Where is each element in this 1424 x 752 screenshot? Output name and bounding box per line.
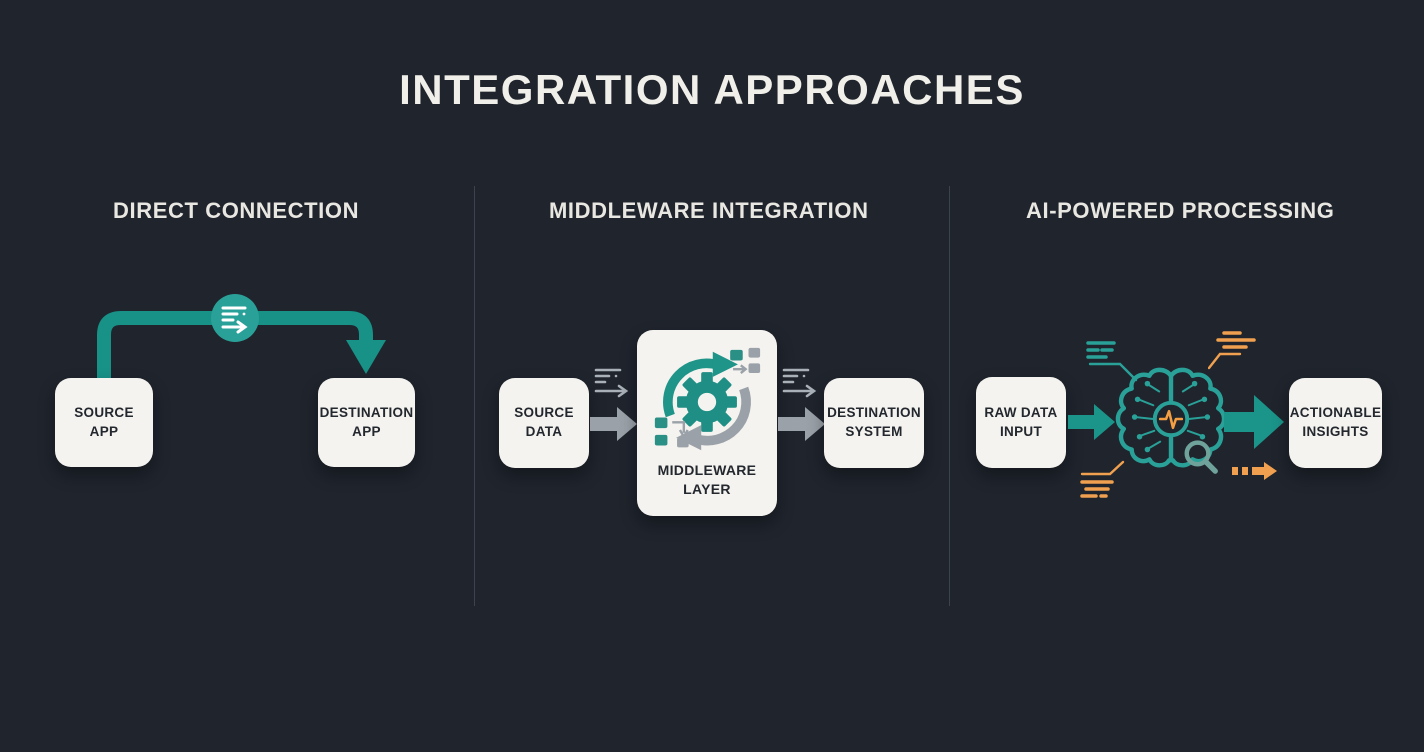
section-heading-middleware-integration: MIDDLEWARE INTEGRATION bbox=[549, 198, 869, 223]
teal-block-arrow bbox=[1068, 400, 1116, 444]
node-middleware-layer: MIDDLEWARE LAYER bbox=[637, 330, 777, 516]
node-label: SOURCE APP bbox=[74, 404, 134, 439]
data-blocks-icon bbox=[730, 347, 761, 374]
big-teal-arrow bbox=[1224, 390, 1286, 454]
node-actionable-insights: ACTIONABLE INSIGHTS bbox=[1289, 378, 1382, 468]
node-label: ACTIONABLE INSIGHTS bbox=[1289, 405, 1382, 439]
block-arrow-icon bbox=[590, 406, 638, 442]
brain-circuit-icon bbox=[1112, 362, 1230, 478]
data-stream-lines-orange bbox=[1208, 330, 1266, 372]
column-divider bbox=[474, 186, 475, 606]
node-label: DESTINATION APP bbox=[319, 404, 414, 439]
gear-sync-icon bbox=[651, 344, 763, 460]
page-title: INTEGRATION APPROACHES bbox=[399, 66, 1025, 113]
data-blocks-icon bbox=[654, 417, 689, 448]
section-heading-ai-powered-processing: AI-POWERED PROCESSING bbox=[1026, 198, 1335, 223]
column-divider bbox=[949, 186, 950, 606]
data-stream-lines-teal bbox=[1086, 340, 1142, 382]
data-stream-lines-orange bbox=[1080, 460, 1138, 506]
teal-elbow-arrow bbox=[40, 292, 440, 388]
node-label: MIDDLEWARE LAYER bbox=[657, 461, 757, 498]
node-source-data: SOURCE DATA bbox=[499, 378, 589, 468]
node-raw-data-input: RAW DATA INPUT bbox=[976, 377, 1066, 468]
data-lines-icon bbox=[781, 366, 823, 398]
data-transfer-icon bbox=[221, 306, 248, 334]
pulse-icon bbox=[1158, 409, 1184, 430]
node-label: RAW DATA INPUT bbox=[984, 404, 1058, 439]
node-label: DESTINATION SYSTEM bbox=[827, 405, 921, 439]
node-destination-app: DESTINATION APP bbox=[318, 378, 415, 467]
node-source-app: SOURCE APP bbox=[55, 378, 153, 467]
data-lines-icon bbox=[593, 366, 635, 398]
block-arrow-icon bbox=[778, 406, 826, 442]
orange-dashed-arrow bbox=[1232, 462, 1278, 480]
magnifier-icon bbox=[1184, 440, 1218, 474]
section-heading-direct-connection: DIRECT CONNECTION bbox=[113, 198, 360, 223]
gear-icon bbox=[677, 372, 737, 432]
node-label: SOURCE DATA bbox=[514, 405, 574, 439]
node-destination-system: DESTINATION SYSTEM bbox=[824, 378, 924, 468]
